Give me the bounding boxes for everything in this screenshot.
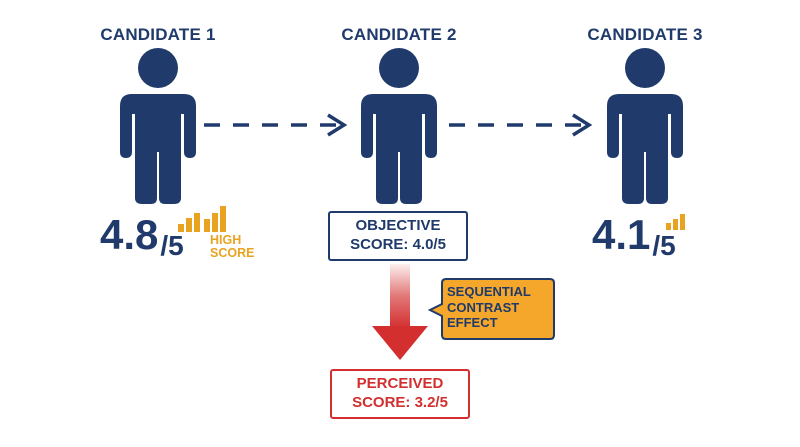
score-denominator: /5 (652, 230, 676, 261)
score-value: 4.8 (100, 211, 159, 258)
callout-text: SEQUENTIAL CONTRAST EFFECT (447, 284, 531, 331)
person-icon (361, 48, 437, 204)
bar-chart-icon (178, 206, 226, 232)
dashed-arrow-right (449, 113, 593, 137)
candidate-3-score: 4.1 /5 (592, 211, 676, 260)
objective-score-box: OBJECTIVE SCORE: 4.0/5 (328, 211, 468, 261)
candidate-1-label: CANDIDATE 1 (100, 25, 216, 44)
high-score-badge: HIGH SCORE (210, 233, 255, 261)
perceived-score-box: PERCEIVED SCORE: 3.2/5 (330, 369, 470, 419)
sequential-contrast-callout (428, 278, 555, 340)
down-arrow-red (372, 264, 428, 360)
candidate-2-label: CANDIDATE 2 (341, 25, 457, 44)
score-value: 4.1 (592, 211, 651, 258)
score-denominator: /5 (160, 230, 184, 261)
person-icon (120, 48, 196, 204)
bar-chart-icon (666, 214, 685, 230)
candidate-3-label: CANDIDATE 3 (587, 25, 703, 44)
candidate-1-score: 4.8 /5 (100, 211, 184, 260)
dashed-arrow-right (204, 113, 348, 137)
person-icon (607, 48, 683, 204)
